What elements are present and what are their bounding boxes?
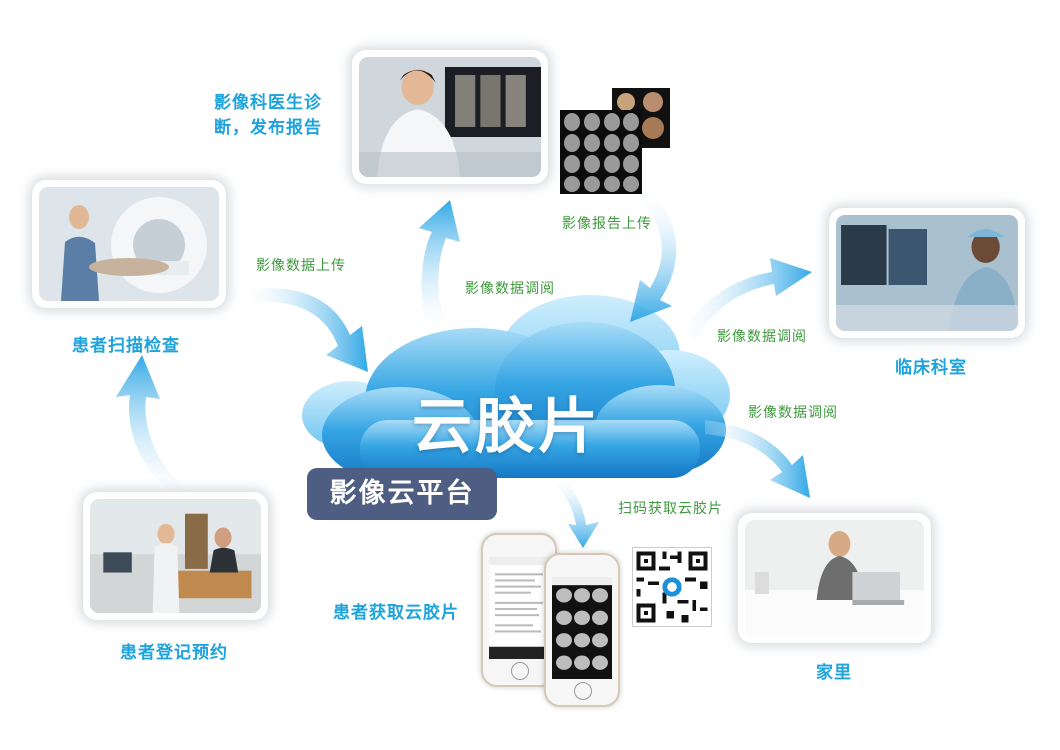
cloud-shape xyxy=(322,322,726,483)
platform-badge: 影像云平台 xyxy=(307,468,497,520)
radiologist-photo xyxy=(352,50,548,184)
clinical-photo xyxy=(829,208,1025,338)
flow-label-view-home: 影像数据调阅 xyxy=(748,405,838,421)
arrow-cloud-to-patient xyxy=(556,478,599,548)
home-photo xyxy=(738,513,931,643)
flow-label-scan-qr: 扫码获取云胶片 xyxy=(618,501,723,517)
arrow-report-to-cloud xyxy=(630,195,677,322)
arrow-cloud-to-clinical xyxy=(682,258,812,340)
phone-films xyxy=(544,553,620,707)
qr-code[interactable] xyxy=(632,547,712,627)
flow-label-upload-data: 影像数据上传 xyxy=(256,258,346,274)
films-screen xyxy=(552,577,612,679)
clinical-caption: 临床科室 xyxy=(895,358,967,378)
scan-caption: 患者扫描检查 xyxy=(72,336,180,356)
registration-caption: 患者登记预约 xyxy=(120,643,228,663)
registration-photo xyxy=(83,492,268,620)
radiologist-caption-line1: 影像科医生诊 xyxy=(214,93,322,113)
home-caption: 家里 xyxy=(816,663,852,683)
arrow-scan-to-cloud xyxy=(245,288,368,372)
report-screen xyxy=(489,557,549,659)
arrow-cloud-to-home xyxy=(705,420,810,498)
ct-scan-images xyxy=(560,88,670,194)
arrow-cloud-to-doctor xyxy=(419,200,460,328)
cloud-title: 云胶片 xyxy=(412,392,601,462)
flow-label-view-clinical: 影像数据调阅 xyxy=(717,329,807,345)
flow-label-view-doctor: 影像数据调阅 xyxy=(465,281,555,297)
arrow-registration-to-scan xyxy=(116,355,190,495)
patient-get-caption: 患者获取云胶片 xyxy=(333,603,459,623)
radiologist-caption-line2: 断，发布报告 xyxy=(214,118,322,138)
scan-photo xyxy=(32,180,226,308)
flow-label-upload-report: 影像报告上传 xyxy=(562,216,652,232)
